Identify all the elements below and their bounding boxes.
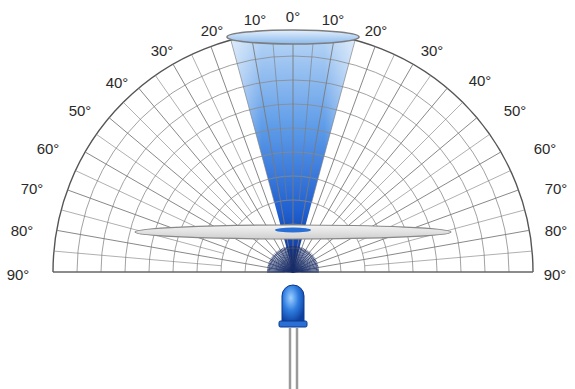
angle-label: 30° [420, 43, 445, 58]
angle-label: 20° [200, 23, 225, 38]
source-fan [293, 269, 319, 272]
angle-label: 10° [321, 12, 346, 27]
angle-label: 90° [543, 267, 568, 282]
source-fan [293, 271, 319, 272]
grid-spoke [123, 102, 242, 221]
upper-disc [227, 30, 359, 44]
source-fan [292, 246, 293, 272]
grid-spoke [352, 134, 490, 230]
angle-label: 80° [544, 223, 569, 238]
angle-label: 80° [10, 223, 35, 238]
angle-label: 70° [20, 181, 45, 196]
angle-label: 50° [503, 103, 528, 118]
angle-label: 60° [36, 141, 61, 156]
grid-spoke [54, 251, 221, 266]
grid-arc [53, 32, 533, 272]
led-rim [279, 321, 307, 327]
angle-label: 30° [150, 43, 175, 58]
grid-spoke [272, 33, 287, 200]
grid-spoke [312, 40, 355, 202]
grid-spoke [109, 118, 287, 267]
angle-label: 90° [6, 267, 31, 282]
angle-label: 60° [533, 141, 558, 156]
grid-spoke [299, 33, 314, 200]
led-leg [296, 328, 299, 389]
grid-spoke [231, 40, 274, 202]
source-fan [293, 267, 318, 272]
source-fan [293, 265, 318, 272]
grid-spoke [365, 251, 532, 266]
angle-label: 50° [68, 103, 93, 118]
source-fan [293, 272, 319, 273]
grid-spoke [300, 152, 501, 268]
source-fan [289, 246, 293, 272]
lower-disc-spot [275, 228, 311, 233]
led-body [282, 285, 304, 322]
source-fan [286, 247, 293, 272]
angle-label: 0° [285, 9, 301, 24]
grid-spoke [334, 75, 430, 213]
source-fan [293, 268, 319, 272]
angle-label: 40° [105, 75, 130, 90]
angle-label: 20° [364, 23, 389, 38]
source-fan [290, 246, 293, 272]
grid-spoke [96, 134, 234, 230]
grid-spoke [192, 54, 263, 206]
grid-spoke [323, 54, 394, 206]
grid-spoke [155, 75, 251, 213]
grid-spoke [344, 102, 463, 221]
source-fan [288, 247, 293, 272]
lower-disc [135, 225, 451, 239]
angle-label: 10° [243, 12, 268, 27]
angle-label: 70° [544, 181, 569, 196]
angle-label: 40° [468, 73, 493, 88]
led-leg [289, 328, 292, 389]
